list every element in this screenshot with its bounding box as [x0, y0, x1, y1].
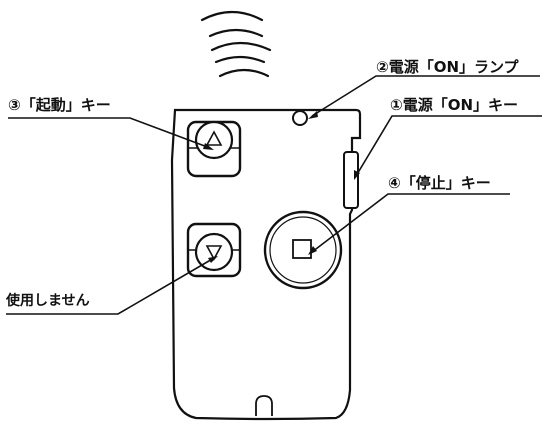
triangle-down-icon — [205, 245, 223, 261]
remote-body — [170, 108, 362, 421]
leader-start-key — [8, 117, 211, 149]
power-lamp — [292, 110, 308, 126]
leader-power-key — [355, 115, 542, 177]
triangle-up-icon — [205, 130, 223, 146]
start-key[interactable] — [186, 120, 242, 178]
leader-unused — [6, 257, 215, 315]
label-power-key: ①電源「ON」キー — [390, 96, 519, 114]
arrowhead-power-key — [354, 170, 360, 180]
unused-key[interactable] — [186, 222, 242, 278]
side-power-key[interactable] — [343, 151, 359, 209]
signal-waves-icon — [200, 10, 272, 78]
label-stop-key: ④「停止」キー — [388, 174, 491, 192]
label-unused-key: 使用しません — [6, 293, 90, 309]
arrowhead-unused — [208, 256, 218, 263]
square-stop-icon — [292, 239, 312, 259]
leader-arrowheads — [203, 111, 360, 263]
leader-stop-key — [311, 193, 510, 253]
stop-key[interactable] — [263, 210, 343, 290]
leader-lines — [6, 75, 542, 315]
leader-power-lamp — [311, 75, 540, 117]
arrowhead-stop-key — [308, 246, 317, 255]
arrowhead-start-key — [203, 143, 214, 150]
strap-slot — [255, 395, 273, 416]
arrowhead-power-lamp — [308, 111, 318, 119]
label-power-lamp: ②電源「ON」ランプ — [376, 58, 519, 76]
label-start-key: ③「起動」キー — [8, 96, 111, 114]
